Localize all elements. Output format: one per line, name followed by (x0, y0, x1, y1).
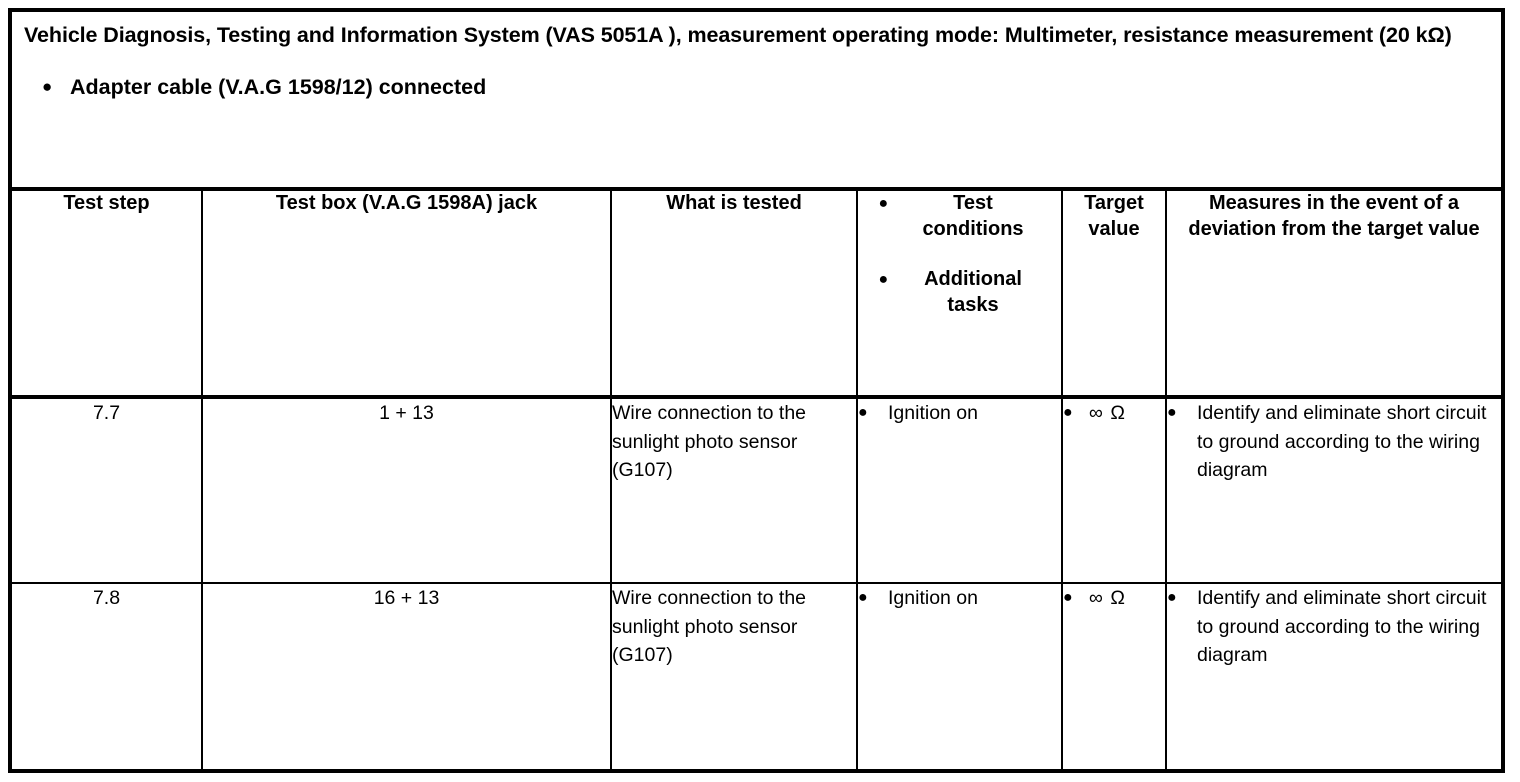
bullet-icon: ● (1063, 404, 1073, 421)
condition-text: Ignition on (888, 402, 978, 424)
additional-tasks-header-label: Additional tasks (924, 268, 1022, 316)
cell-what-tested: Wire connection to the sunlight photo se… (611, 583, 858, 769)
column-header-jack: Test box (V.A.G 1598A) jack (202, 189, 612, 399)
caption-block: Vehicle Diagnosis, Testing and Informati… (12, 12, 1501, 187)
cell-jack: 1 + 13 (202, 397, 612, 584)
cell-jack: 16 + 13 (202, 583, 612, 769)
cell-conditions: ● Ignition on (857, 583, 1063, 769)
table-row: 7.8 16 + 13 Wire connection to the sunli… (12, 583, 1501, 769)
list-item: ● Identify and eliminate short circuit t… (1167, 399, 1501, 485)
page-title: Vehicle Diagnosis, Testing and Informati… (24, 23, 1452, 47)
conditions-header-label: Test conditions (922, 192, 1024, 240)
target-value-text: ∞ Ω (1089, 402, 1126, 424)
measure-text: Identify and eliminate short circuit to … (1197, 587, 1487, 667)
list-item: ● Test conditions (858, 191, 1061, 242)
measure-text: Identify and eliminate short circuit to … (1197, 402, 1487, 482)
cell-measures: ● Identify and eliminate short circuit t… (1166, 397, 1501, 584)
bullet-icon: ● (1167, 404, 1177, 421)
test-steps-table: Test step Test box (V.A.G 1598A) jack Wh… (12, 187, 1501, 769)
list-item: ● ∞ Ω (1063, 584, 1165, 613)
column-header-conditions: ● Test conditions ● Additional tasks (857, 189, 1063, 399)
cell-conditions: ● Ignition on (857, 397, 1063, 584)
column-header-measures: Measures in the event of a deviation fro… (1166, 189, 1501, 399)
precondition-list: ● Adapter cable (V.A.G 1598/12) connecte… (24, 74, 1489, 102)
bullet-icon: ● (858, 589, 868, 606)
bullet-icon: ● (1167, 589, 1177, 606)
list-item: ● Additional tasks (858, 267, 1061, 318)
list-item: ● Ignition on (858, 399, 1061, 428)
table-row: 7.7 1 + 13 Wire connection to the sunlig… (12, 397, 1501, 584)
bullet-icon: ● (42, 76, 53, 96)
condition-text: Ignition on (888, 587, 978, 609)
cell-target-value: ● ∞ Ω (1062, 397, 1167, 584)
what-tested-text: Wire connection to the sunlight photo se… (612, 587, 807, 667)
table-header: Test step Test box (V.A.G 1598A) jack Wh… (12, 189, 1501, 399)
target-value-text: ∞ Ω (1089, 587, 1126, 609)
what-tested-text: Wire connection to the sunlight photo se… (612, 402, 807, 482)
table-header-row: Test step Test box (V.A.G 1598A) jack Wh… (12, 189, 1501, 399)
column-header-target-value: Target value (1062, 189, 1167, 399)
cell-test-step: 7.7 (12, 397, 203, 584)
list-item: ● Identify and eliminate short circuit t… (1167, 584, 1501, 670)
bullet-icon: ● (1063, 589, 1073, 606)
conditions-header-list: ● Test conditions ● Additional tasks (858, 191, 1061, 318)
cell-what-tested: Wire connection to the sunlight photo se… (611, 397, 858, 584)
bullet-icon: ● (858, 404, 868, 421)
cell-target-value: ● ∞ Ω (1062, 583, 1167, 769)
list-item: ● Adapter cable (V.A.G 1598/12) connecte… (42, 74, 1489, 102)
document-frame: Vehicle Diagnosis, Testing and Informati… (8, 8, 1505, 773)
precondition-text: Adapter cable (V.A.G 1598/12) connected (70, 74, 487, 99)
cell-measures: ● Identify and eliminate short circuit t… (1166, 583, 1501, 769)
cell-test-step: 7.8 (12, 583, 203, 769)
table-body: 7.7 1 + 13 Wire connection to the sunlig… (12, 397, 1501, 769)
column-header-test-step: Test step (12, 189, 203, 399)
list-item: ● ∞ Ω (1063, 399, 1165, 428)
bullet-icon: ● (878, 271, 889, 289)
column-header-what-tested: What is tested (611, 189, 858, 399)
bullet-icon: ● (878, 195, 889, 212)
list-item: ● Ignition on (858, 584, 1061, 613)
